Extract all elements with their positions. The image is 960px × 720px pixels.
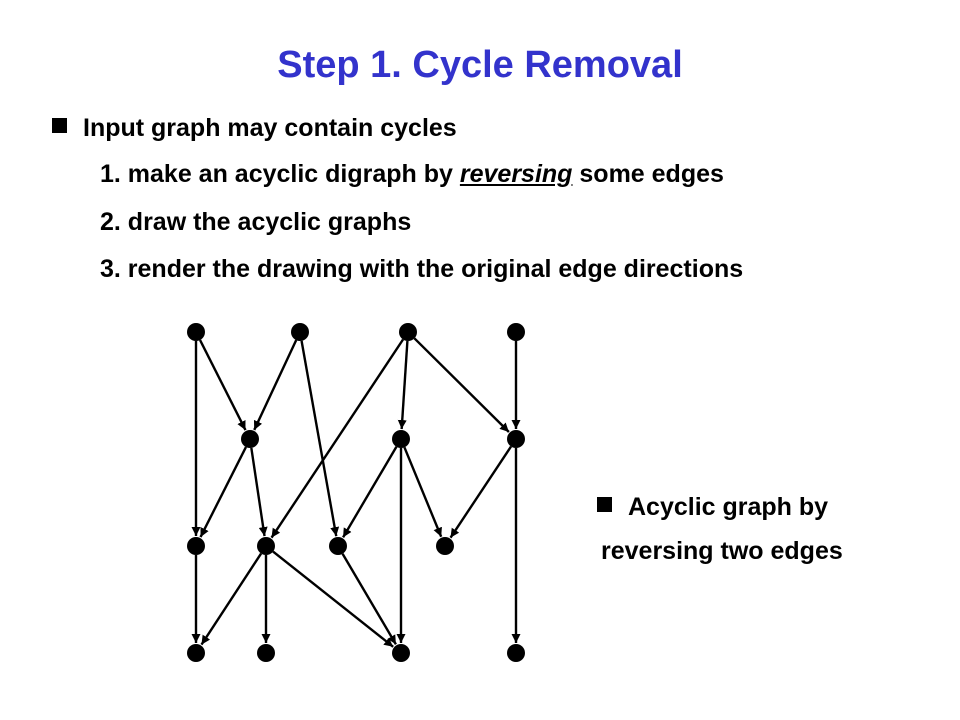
- step-1-emphasis: reversing: [459, 160, 573, 188]
- edge-b1-c1: [199, 446, 248, 538]
- main-bullet: Input graph may contain cycles: [52, 114, 457, 143]
- graph-node-b1: [241, 430, 259, 448]
- edge-a2-b1: [253, 339, 298, 431]
- step-1-prefix: 1. make an acyclic digraph by: [100, 160, 460, 188]
- graph-node-b3: [507, 430, 525, 448]
- graph-node-c3: [329, 537, 347, 555]
- graph-node-a2: [291, 323, 309, 341]
- graph-node-d1: [187, 644, 205, 662]
- edge-a1-b1: [198, 339, 247, 431]
- graph-node-d3: [392, 644, 410, 662]
- slide-title: Step 1. Cycle Removal: [277, 44, 683, 86]
- square-bullet-icon: [597, 497, 612, 512]
- edge-b2-c4: [403, 446, 443, 538]
- edge-c3-d3: [341, 553, 397, 645]
- graph-node-c4: [436, 537, 454, 555]
- step-item-2: 2. draw the acyclic graphs: [100, 208, 412, 236]
- edge-b1-c2: [250, 447, 268, 537]
- edge-c2-d1: [200, 552, 263, 646]
- graph-node-c2: [257, 537, 275, 555]
- graph-node-d4: [507, 644, 525, 662]
- step-item-3: 3. render the drawing with the original …: [100, 255, 744, 283]
- main-bullet-text: Input graph may contain cycles: [83, 114, 457, 142]
- graph-node-b2: [392, 430, 410, 448]
- edge-a2-c3: [300, 340, 340, 537]
- edge-a3-c2: [270, 338, 405, 539]
- graph-node-c1: [187, 537, 205, 555]
- side-note-line2: reversing two edges: [601, 537, 843, 565]
- edge-a3-b2: [397, 340, 409, 430]
- edge-a3-b3: [413, 337, 510, 433]
- graph-node-a4: [507, 323, 525, 341]
- step-1-suffix: some edges: [572, 160, 724, 188]
- node-layer: [187, 323, 525, 662]
- side-note-line1: Acyclic graph by: [628, 493, 829, 521]
- edge-b3-c4: [449, 445, 513, 539]
- graph-node-a3: [399, 323, 417, 341]
- graph-node-a1: [187, 323, 205, 341]
- square-bullet-icon: [52, 118, 67, 133]
- edge-b2-c3: [342, 446, 398, 538]
- edge-layer: [191, 337, 521, 648]
- side-note: Acyclic graph by reversing two edges: [597, 485, 843, 573]
- graph-node-d2: [257, 644, 275, 662]
- step-item-1: 1. make an acyclic digraph by reversing …: [100, 160, 724, 189]
- edge-c2-d3: [272, 550, 394, 648]
